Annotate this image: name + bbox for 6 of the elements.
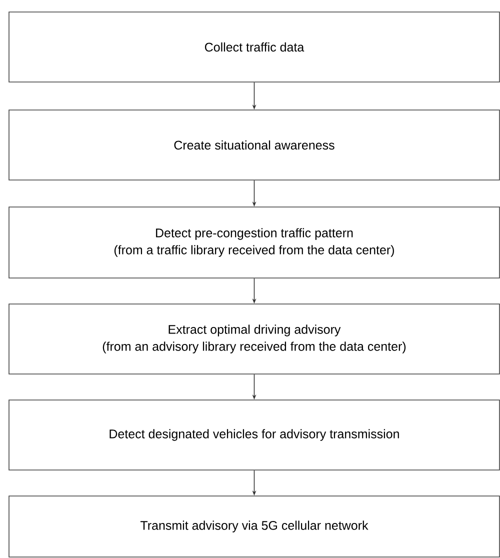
process-box: Detect designated vehicles for advisory transmission <box>8 400 500 470</box>
process-box: Transmit advisory via 5G cellular network <box>8 496 500 558</box>
process-box: Extract optimal driving advisory (from an advisory library received from the data center) <box>8 304 500 374</box>
process-box: Detect pre-congestion traffic pattern (from a traffic library received from the data center) <box>8 206 500 278</box>
process-box: Collect traffic data <box>8 12 500 82</box>
process-box: Create situational awareness <box>8 110 500 180</box>
